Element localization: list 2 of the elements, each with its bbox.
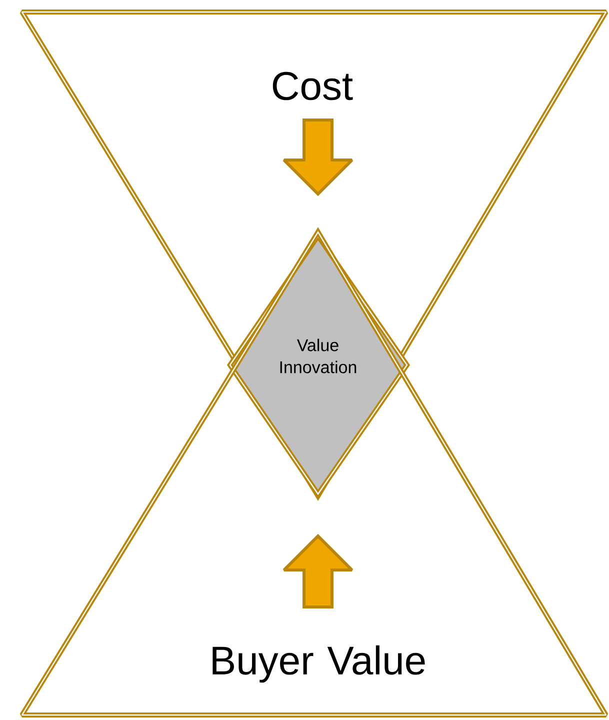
block-arrow [282, 118, 354, 196]
block-arrow [282, 534, 354, 608]
